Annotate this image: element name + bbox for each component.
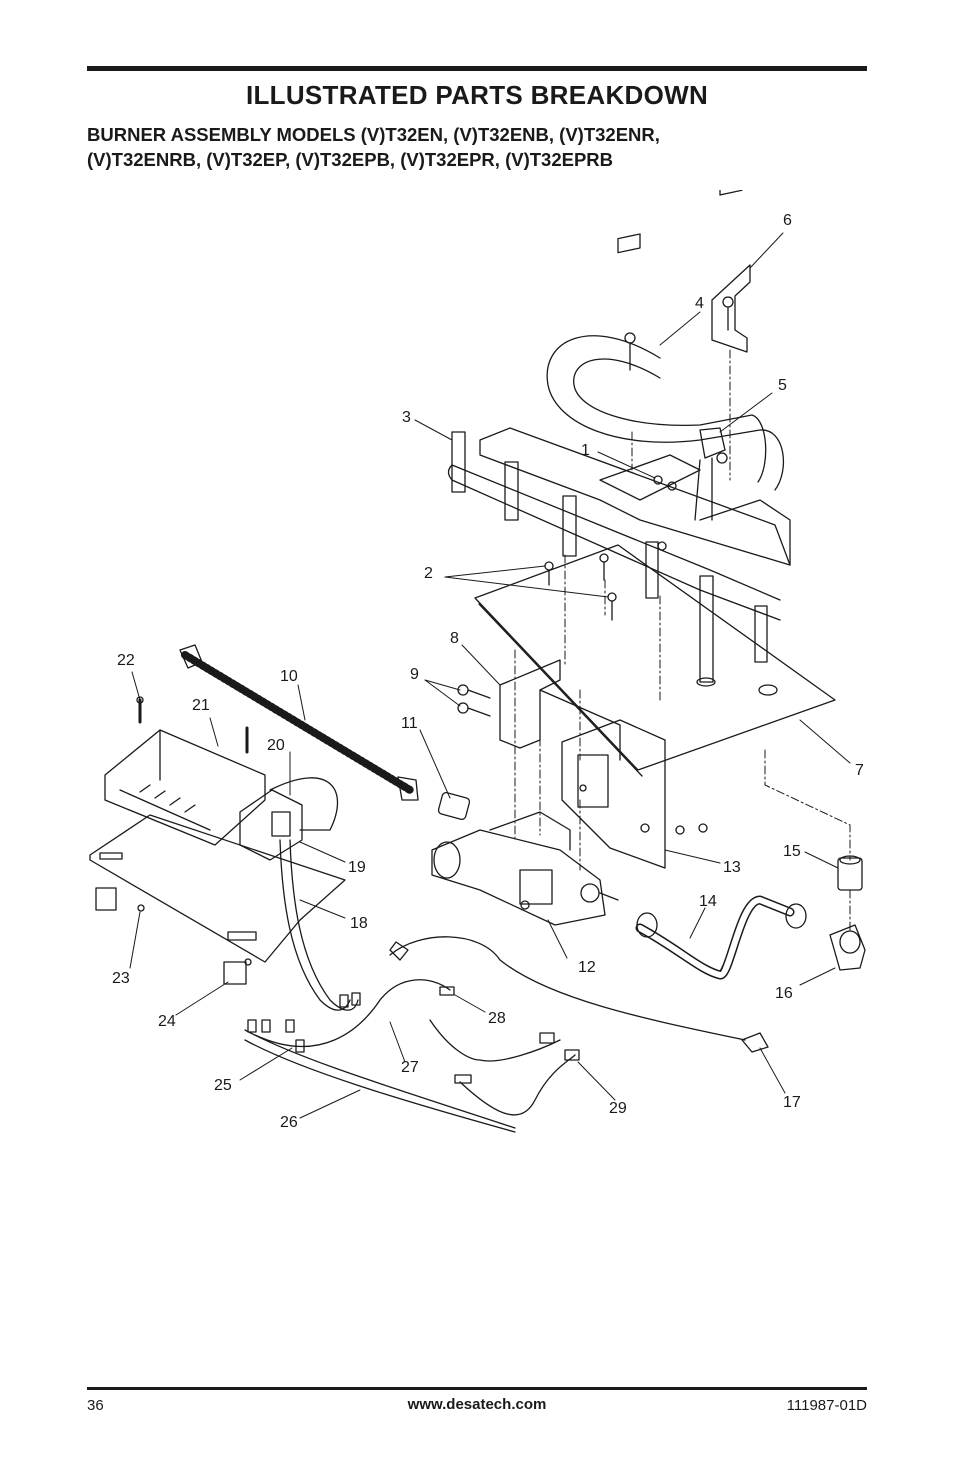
callout-21: 21 <box>192 697 210 714</box>
wiring-harness <box>244 839 769 1133</box>
valve-bracket <box>499 659 561 749</box>
screws-9 <box>457 684 491 717</box>
callout-26: 26 <box>280 1114 298 1131</box>
screws-13 <box>640 823 708 835</box>
screws-1 <box>653 475 677 491</box>
front-bracket <box>561 719 666 869</box>
mounting-plate <box>89 814 346 963</box>
callout-9: 9 <box>410 666 419 683</box>
page-title: ILLUSTRATED PARTS BREAKDOWN <box>245 80 709 110</box>
fitting-16 <box>829 924 866 971</box>
burner-loop <box>546 335 785 491</box>
callout-28: 28 <box>488 1010 506 1027</box>
page-subtitle: BURNER ASSEMBLY MODELS (V)T32EN, (V)T32E… <box>87 122 867 172</box>
leader-lines <box>129 232 851 1119</box>
switch-24 <box>223 958 252 985</box>
website-text: www.desatech.com <box>407 1396 547 1413</box>
callout-10: 10 <box>280 668 298 685</box>
subtitle-line-1: BURNER ASSEMBLY MODELS (V)T32EN, (V)T32E… <box>87 124 660 145</box>
construction-lines <box>514 349 851 931</box>
callout-7: 7 <box>855 762 864 779</box>
callout-20: 20 <box>267 737 285 754</box>
burner-top-tray <box>479 427 791 566</box>
burner-assembly-diagram: 1 2 3 4 5 6 7 8 9 10 11 12 13 14 15 16 1… <box>89 190 866 1133</box>
callout-2: 2 <box>424 565 433 582</box>
burner-plate <box>474 544 836 771</box>
subtitle-line-2: (V)T32ENRB, (V)T32EP, (V)T32EPB, (V)T32E… <box>87 149 614 170</box>
pilot-assembly <box>694 427 728 521</box>
callout-11: 11 <box>401 715 418 732</box>
bracket-screws <box>617 190 743 371</box>
callout-13: 13 <box>723 859 741 876</box>
callout-24: 24 <box>158 1013 176 1030</box>
callout-22: 22 <box>117 652 135 669</box>
inlet-fitting <box>437 792 471 820</box>
callout-17: 17 <box>783 1094 801 1111</box>
callout-15: 15 <box>783 843 801 860</box>
screw-22 <box>136 696 144 724</box>
bottom-rule <box>87 1387 867 1390</box>
flex-gas-hose <box>179 644 419 801</box>
page-number: 36 <box>87 1397 104 1414</box>
callout-8: 8 <box>450 630 459 647</box>
callout-5: 5 <box>778 377 787 394</box>
burner-ports <box>451 431 778 696</box>
switch-23 <box>95 887 145 912</box>
gas-line-tube <box>635 895 807 980</box>
ignition-module <box>104 729 266 846</box>
callout-6: 6 <box>783 212 792 229</box>
callout-25: 25 <box>214 1077 232 1094</box>
document-number: 111987-01D <box>786 1397 867 1414</box>
fitting-15 <box>837 855 863 891</box>
callout-labels: 1 2 3 4 5 6 7 8 9 10 11 12 13 14 15 16 1… <box>112 212 864 1131</box>
gas-valve <box>431 811 619 926</box>
top-rule <box>87 66 867 71</box>
callout-14: 14 <box>699 893 717 910</box>
callout-12: 12 <box>578 959 596 976</box>
callout-18: 18 <box>350 915 368 932</box>
callout-4: 4 <box>695 295 704 312</box>
callout-19: 19 <box>348 859 366 876</box>
callout-1: 1 <box>581 442 590 459</box>
transformer <box>239 777 339 861</box>
callout-23: 23 <box>112 970 130 987</box>
callout-3: 3 <box>402 409 411 426</box>
mounting-bracket <box>711 264 751 353</box>
callout-27: 27 <box>401 1059 419 1076</box>
callout-29: 29 <box>609 1100 627 1117</box>
callout-16: 16 <box>775 985 793 1002</box>
